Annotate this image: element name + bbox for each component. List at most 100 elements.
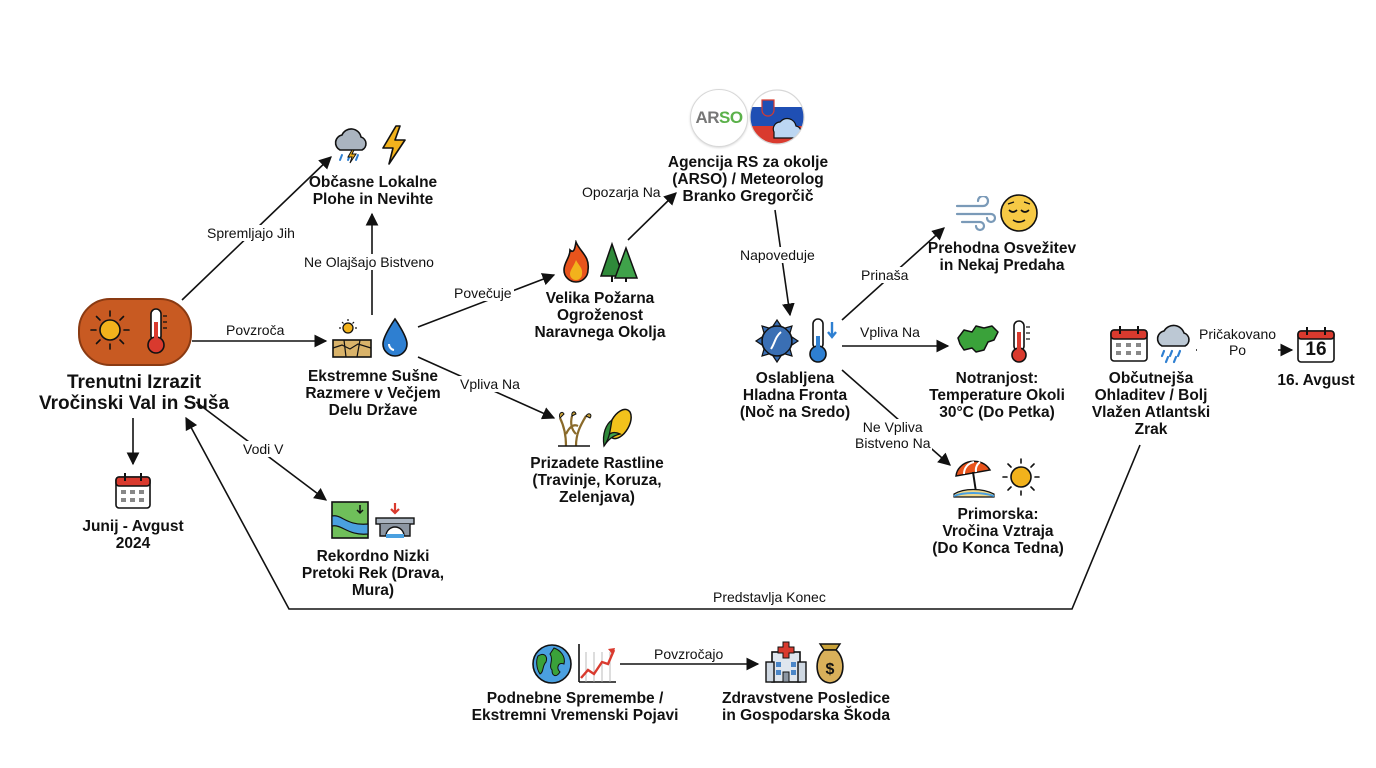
calendar-icon: [115, 473, 151, 509]
storm-cloud-icon: [334, 128, 367, 164]
node-storms: Občasne Lokalne Plohe in Nevihte: [290, 174, 456, 208]
edge-label-vodi-v: Vodi V: [241, 441, 286, 457]
node-relief: Prehodna Osvežitev in Nekaj Predaha: [912, 240, 1092, 274]
globe-icon: [532, 644, 572, 684]
node-front-line2: Hladna Fronta: [742, 387, 848, 404]
node-aug16-line1: 16. Avgust: [1277, 372, 1355, 389]
edge-label-vpliva-inland: Vpliva Na: [858, 324, 922, 340]
node-drought-line3: Delu Države: [328, 402, 418, 419]
edge-label-ne-vpliva-1: Ne Vpliva: [862, 419, 923, 435]
wilted-plant-icon: [558, 411, 592, 447]
edge-label-opozarja: Opozarja Na: [580, 184, 663, 200]
node-relief-line1: Prehodna Osvežitev: [927, 240, 1077, 257]
node-storms-line1: Občasne Lokalne: [308, 174, 438, 191]
beach-umbrella-icon: [953, 460, 995, 498]
node-rivers-line2: Pretoki Rek (Drava,: [301, 565, 445, 582]
node-atlantic: Občutnejša Ohladitev / Bolj Vlažen Atlan…: [1076, 370, 1226, 438]
node-drought: Ekstremne Sušne Razmere v Večjem Delu Dr…: [290, 368, 456, 419]
edge-label-napoveduje: Napoveduje: [738, 247, 817, 263]
node-dates-line2: 2024: [115, 535, 151, 552]
node-storms-line2: Plohe in Nevihte: [312, 191, 434, 208]
node-rivers-line3: Mura): [351, 582, 395, 599]
svg-text:$: $: [826, 661, 835, 678]
cold-front-icon: [754, 318, 800, 364]
forest-icon: [599, 241, 639, 282]
node-inland-line3: 30°C (Do Petka): [939, 404, 1055, 421]
dry-soil-icon: [332, 319, 372, 358]
node-coast-line3: (Do Konca Tedna): [932, 540, 1064, 557]
edge-label-spremljajo: Spremljajo Jih: [205, 225, 297, 241]
calendar-day: 16: [1305, 339, 1327, 360]
node-health-line1: Zdravstvene Posledice: [722, 690, 890, 707]
heatwave-badge: [78, 298, 192, 366]
node-coast-line2: Vročina Vztraja: [942, 523, 1054, 540]
node-front-line3: (Noč na Sredo): [739, 404, 851, 421]
relieved-face-icon: [1000, 194, 1038, 232]
wind-icon: [955, 196, 996, 232]
slovenia-map-icon: [957, 325, 999, 353]
thermometer-icon: [147, 308, 167, 354]
lightning-icon: [382, 125, 406, 165]
node-fire-line1: Velika Požarna: [545, 290, 655, 307]
water-drop-icon: [382, 317, 408, 357]
node-atlantic-line1: Občutnejša: [1108, 370, 1194, 387]
node-heatwave: Trenutni Izrazit Vročinski Val in Suša: [20, 372, 248, 414]
node-rivers: Rekordno Nizki Pretoki Rek (Drava, Mura): [290, 548, 456, 599]
sun-icon: [90, 310, 130, 350]
node-arso-line3: Branko Gregorčič: [682, 188, 814, 205]
inland-thermometer-icon: [1011, 320, 1030, 363]
edge-label-vpliva-crops: Vpliva Na: [458, 376, 522, 392]
cold-thermometer-icon: [809, 318, 837, 363]
node-fire-line2: Ogroženost: [556, 307, 644, 324]
edge-label-predstavlja-konec: Predstavlja Konec: [711, 589, 828, 605]
node-climate-line1: Podnebne Spremembe /: [486, 690, 664, 707]
edge-predstavlja-konec: [185, 416, 1141, 610]
node-arso: Agencija RS za okolje (ARSO) / Meteorolo…: [648, 154, 848, 205]
node-arso-line2: (ARSO) / Meteorolog: [672, 171, 824, 188]
node-dates: Junij - Avgust 2024: [60, 518, 206, 552]
node-coast-line1: Primorska:: [957, 506, 1039, 523]
node-front-line1: Oslabljena: [755, 370, 835, 387]
node-heatwave-line1: Trenutni Izrazit: [66, 372, 202, 393]
edge-label-ne-vpliva: Ne Vpliva Bistveno Na: [853, 419, 933, 451]
edge-label-povzrocajo: Povzročajo: [652, 646, 726, 662]
node-climate-line2: Ekstremni Vremenski Pojavi: [471, 707, 679, 724]
edge-label-ne-vpliva-2: Bistveno Na: [855, 435, 931, 451]
calendar-16-icon: 16: [1296, 326, 1336, 364]
edge-label-povecuje: Povečuje: [452, 285, 514, 301]
node-crops-line1: Prizadete Rastline: [530, 455, 664, 472]
arso-logo: ARSO: [690, 89, 748, 147]
node-atlantic-line3: Vlažen Atlantski: [1091, 404, 1211, 421]
bridge-icon: [375, 503, 415, 538]
coast-sun-icon: [1002, 458, 1040, 496]
atlantic-calendar-icon: [1110, 326, 1148, 362]
rising-chart-icon: [578, 644, 616, 683]
edge-label-pricakovano-1: Pričakovano: [1199, 326, 1277, 342]
node-inland: Notranjost: Temperature Okoli 30°C (Do P…: [912, 370, 1082, 421]
node-rivers-line1: Rekordno Nizki: [316, 548, 430, 565]
money-bag-icon: $: [816, 643, 844, 684]
node-heatwave-line2: Vročinski Val in Suša: [38, 393, 230, 414]
node-crops: Prizadete Rastline (Travinje, Koruza, Ze…: [516, 455, 678, 506]
node-arso-line1: Agencija RS za okolje: [667, 154, 829, 171]
node-atlantic-line4: Zrak: [1134, 421, 1168, 438]
node-coast: Primorska: Vročina Vztraja (Do Konca Ted…: [910, 506, 1086, 557]
rain-cloud-icon: [1156, 324, 1190, 364]
node-aug16: 16. Avgust: [1270, 372, 1362, 389]
node-fire: Velika Požarna Ogroženost Naravnega Okol…: [520, 290, 680, 341]
edge-label-ne-olajsajo: Ne Olajšajo Bistveno: [302, 254, 436, 270]
node-drought-line1: Ekstremne Sušne: [307, 368, 439, 385]
node-front: Oslabljena Hladna Fronta (Noč na Sredo): [722, 370, 868, 421]
node-crops-line2: (Travinje, Koruza,: [532, 472, 662, 489]
corn-icon: [602, 408, 632, 448]
node-inland-line2: Temperature Okoli: [929, 387, 1065, 404]
node-drought-line2: Razmere v Večjem: [305, 385, 441, 402]
edge-povecuje: [417, 273, 556, 328]
slovenia-flag-icon: [749, 89, 805, 145]
node-climate: Podnebne Spremembe / Ekstremni Vremenski…: [460, 690, 690, 724]
node-health-line2: in Gospodarska Škoda: [722, 707, 890, 724]
node-dates-line1: Junij - Avgust: [82, 518, 184, 535]
edge-label-pricakovano: Pričakovano Po: [1197, 326, 1279, 358]
edge-opozarja: [627, 192, 677, 241]
node-atlantic-line2: Ohladitev / Bolj: [1094, 387, 1208, 404]
